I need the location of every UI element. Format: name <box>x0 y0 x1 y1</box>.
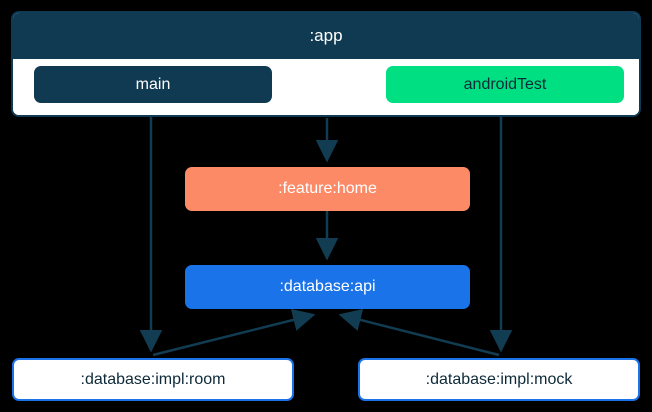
edge-mock-to-database-api <box>338 309 500 357</box>
edge-room-to-database-api <box>152 308 316 357</box>
module-node-database-api[interactable]: :database:api <box>185 265 470 309</box>
module-node-database-impl-mock[interactable]: :database:impl:mock <box>358 358 640 401</box>
module-container-app-body: main androidTest <box>13 59 639 115</box>
module-container-app[interactable]: :app main androidTest <box>11 11 641 117</box>
module-node-feature-home[interactable]: :feature:home <box>185 167 470 211</box>
source-set-main[interactable]: main <box>34 66 272 103</box>
source-set-androidtest[interactable]: androidTest <box>386 66 624 103</box>
module-node-database-impl-room[interactable]: :database:impl:room <box>12 358 294 401</box>
module-container-app-title: :app <box>13 13 639 59</box>
